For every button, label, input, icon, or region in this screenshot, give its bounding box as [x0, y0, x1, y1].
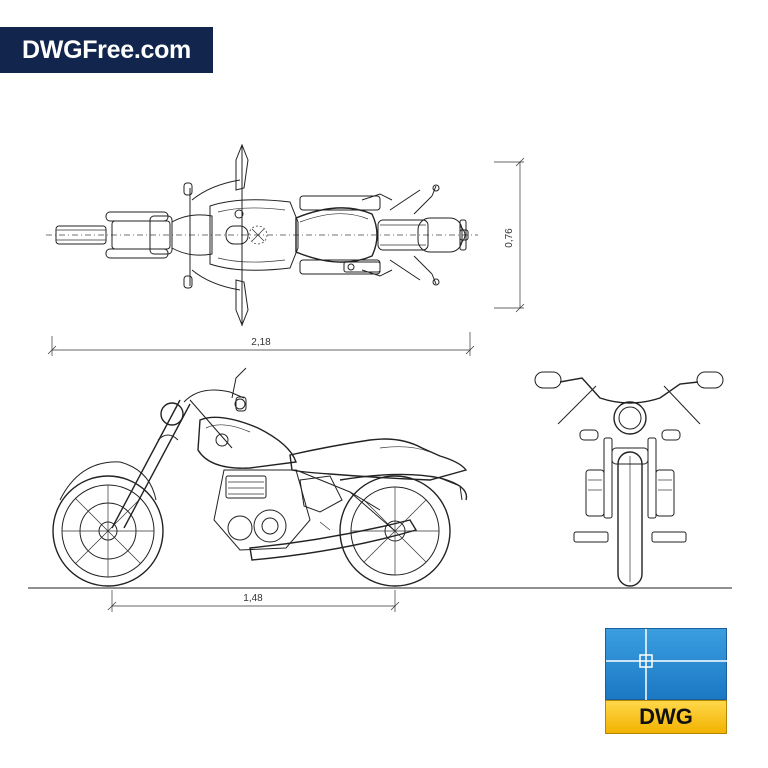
- top-view: [46, 143, 478, 327]
- side-view: [28, 367, 732, 589]
- dwg-icon-blue-panel: [605, 628, 728, 701]
- front-view: [534, 371, 724, 587]
- site-logo-banner[interactable]: DWGFree.com: [0, 27, 213, 73]
- dimension-width-label: 0,76: [504, 228, 515, 248]
- dimension-wheelbase-label: 1,48: [243, 593, 263, 604]
- dwg-file-icon: DWG: [605, 628, 728, 734]
- dimension-wheelbase: 1,48: [107, 590, 400, 612]
- dwg-icon-label: DWG: [605, 700, 727, 734]
- dimension-width: 0,76: [494, 157, 525, 313]
- dimension-length-label: 2,18: [251, 337, 271, 348]
- dimension-length: 2,18: [47, 332, 475, 356]
- crosshair-icon: [606, 629, 728, 701]
